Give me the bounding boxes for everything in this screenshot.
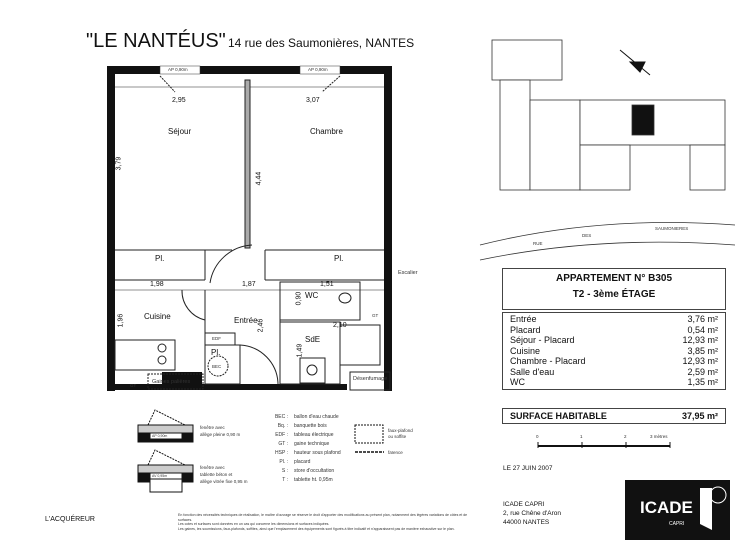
label-gaines: Gaines palières [152,379,191,385]
street-label: DES [582,233,592,238]
date: LE 27 JUIN 2007 [503,465,553,472]
room-chambre: Chambre [310,127,343,136]
legend-item: Bq. :banquette bois [277,423,327,429]
area-row: WC 1,35 m² [510,377,718,388]
label-escalier: Escalier [398,270,418,276]
scale-tick: 0 [536,434,539,439]
scale-tick: 1 [580,434,583,439]
room-name: Entrée [510,314,537,324]
window-tag: AP 0,90m [168,67,188,72]
logo-icade: ICADE [640,498,693,517]
dimension: 2,95 [172,97,186,104]
legend-item: S :store d'occultation [281,468,335,474]
window-tag: AP 0,90m [308,67,328,72]
room-area: 1,35 m² [687,377,718,387]
room-name: Cuisine [510,345,541,356]
area-row: Chambre - Placard 12,93 m² [510,356,718,367]
dimension: 1,51 [320,281,334,288]
area-row: Placard 0,54 m² [510,325,718,336]
area-row: Séjour - Placard 12,93 m² [510,335,718,346]
room-area: 12,93 m² [682,335,718,345]
room-wc: WC [305,291,319,300]
total-label: SURFACE HABITABLE [510,411,607,421]
room-name: Salle d'eau [510,366,555,377]
disclaimer: En fonction des nécessités techniques de… [178,513,468,531]
room-name: Chambre - Placard [510,356,586,366]
legend-item: BEC :ballon d'eau chaude [274,414,339,420]
window-tag: AV 0,95m [152,474,168,478]
scale-tick: 3 mètres [650,434,668,439]
residence-name: "LE NANTÉUS" [86,30,226,52]
room-area: 2,59 m² [687,366,718,377]
apartment-subtitle: T2 - 3ème ÉTAGE [572,289,656,300]
dimension: 3,79 [115,156,123,171]
legend-item: GT :gaine technique [278,441,330,447]
acquereur-label: L'ACQUÉREUR [45,516,95,523]
dimension: 1,49 [296,343,304,358]
label-edf: EDF [212,336,221,341]
window-tag: AP 0,90m [152,434,168,438]
logo-capri: CAPRI [669,521,685,527]
dimension: 3,07 [306,97,320,104]
street-label: SAUMONIERES [655,226,689,231]
street-label: RUE [533,241,543,246]
legend-item: T :tablette ht. 0,95m [282,477,333,483]
dimension: 1,87 [242,281,256,288]
dimension: 1,96 [117,313,125,328]
room-placard: Pl. [334,254,344,263]
room-area: 3,85 m² [687,345,718,356]
room-name: Placard [510,324,541,335]
dimension: 4,44 [255,171,263,186]
room-cuisine: Cuisine [144,312,171,321]
scale-tick: 2 [624,434,627,439]
area-row: Entrée 3,76 m² [510,314,718,325]
total-value: 37,95 m² [681,411,718,421]
area-row: Cuisine 3,85 m² [510,346,718,357]
residence-address: 14 rue des Saumonières, NANTES [228,36,415,50]
room-placard: Pl. [155,254,165,263]
label-bec: BEC [212,364,222,369]
room-entree: Entrée [234,316,258,325]
legend-faience: faïence [388,450,403,455]
apartment-header: APPARTEMENT N° B305 T2 - 3ème ÉTAGE [502,268,726,310]
area-row: Salle d'eau 2,59 m² [510,367,718,378]
legend-item: EDF :tableau électrique [275,432,334,438]
label-gt: GT [130,383,137,388]
label-desenfumage: Désenfumage [353,376,388,382]
room-placard: Pl. [211,348,221,357]
room-name: Séjour - Placard [510,335,575,345]
apartment-title: APPARTEMENT N° B305 [555,273,673,284]
legend-item: Pl. :placard [279,459,311,465]
room-sejour: Séjour [168,127,192,136]
dimension: 0,90 [295,291,303,306]
dimension: 2,46 [257,318,265,333]
total-area: SURFACE HABITABLE 37,95 m² [502,408,726,424]
room-area: 3,76 m² [687,314,718,324]
dimension: 2,10 [333,322,347,329]
label-gt: GT [372,313,379,318]
legend-item: HSP :hauteur sous plafond [275,450,341,456]
dimension: 1,98 [150,281,164,288]
room-area: 0,54 m² [687,324,718,335]
room-name: WC [510,377,525,387]
room-area: 12,93 m² [682,356,718,366]
room-sde: SdE [305,335,321,344]
